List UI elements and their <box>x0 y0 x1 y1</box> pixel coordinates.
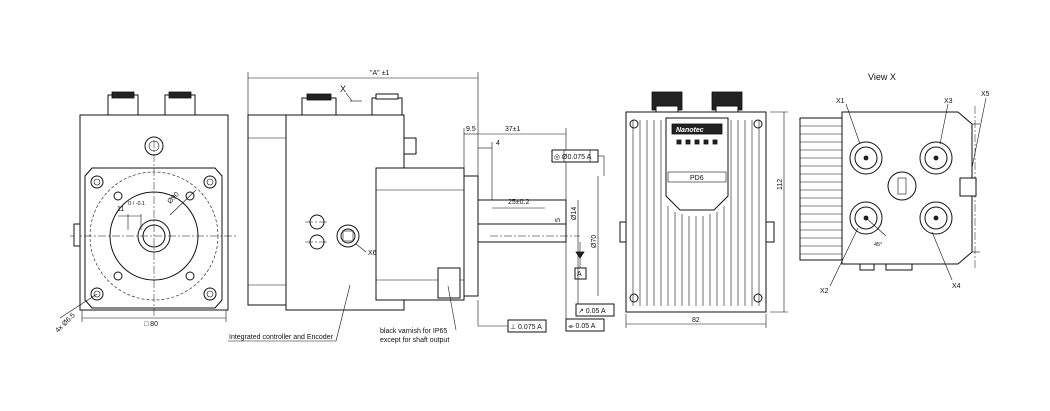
angle-45-label: 45° <box>874 242 882 248</box>
dim-70: Ø70 <box>591 235 598 248</box>
dim-5: 5 <box>555 218 562 222</box>
perpendicularity-frame: ⊥ 0.075 A <box>510 324 542 331</box>
model-label: PD6 <box>690 175 704 182</box>
symmetry-frame: ⌯ 0.05 A <box>568 323 596 330</box>
connector-x1-label: X1 <box>836 98 845 105</box>
runout-frame: ↗ 0.05 A <box>578 308 606 315</box>
dim-37: 37±1 <box>505 126 521 133</box>
view-x: View X <box>799 72 990 295</box>
concentricity-frame: ◎ Ø0.075 A <box>554 154 592 161</box>
dim-25: 25±0.2 <box>508 199 529 206</box>
dim-82: 82 <box>692 317 700 324</box>
view-x-title: View X <box>868 72 896 82</box>
connector-x3-label: X3 <box>944 98 953 105</box>
connector-x5-label: X5 <box>981 91 990 98</box>
pilot-11-tol: 0 / -0.1 <box>128 201 145 207</box>
dim-14: Ø14 <box>571 207 578 220</box>
datum-a: A <box>577 271 582 278</box>
overall-length-label: "A" ±1 <box>370 70 389 77</box>
note-varnish-line1: black varnish for IP65 <box>380 328 447 335</box>
dim-4: 4 <box>496 140 500 147</box>
view-x-marker: X <box>340 84 346 94</box>
dim-9-5: 9.5 <box>466 126 476 133</box>
pilot-11-label: 11 <box>117 206 124 213</box>
side-view: "A" ±1 X X6 <box>228 70 615 344</box>
connector-x4-label: X4 <box>952 283 961 290</box>
hole-pattern-label: 4x Ø6.5 <box>54 312 76 334</box>
note-varnish-line2: except for shaft output <box>380 337 449 344</box>
connector-x6-label: X6 <box>368 250 377 257</box>
front-view: □ 80 4x Ø6.5 Ø90 11 0 / -0.1 <box>54 91 236 334</box>
square-80-label: □ 80 <box>144 321 158 328</box>
heatsink-fins <box>632 120 760 306</box>
connector-x2-label: X2 <box>820 288 829 295</box>
dim-112: 112 <box>777 179 784 190</box>
brand-label: Nanotec <box>676 127 704 134</box>
view-x-fins <box>799 117 843 261</box>
controller-view: Nanotec PD6 82 112 <box>619 91 788 328</box>
note-controller: Integrated controller and Encoder <box>229 334 334 341</box>
